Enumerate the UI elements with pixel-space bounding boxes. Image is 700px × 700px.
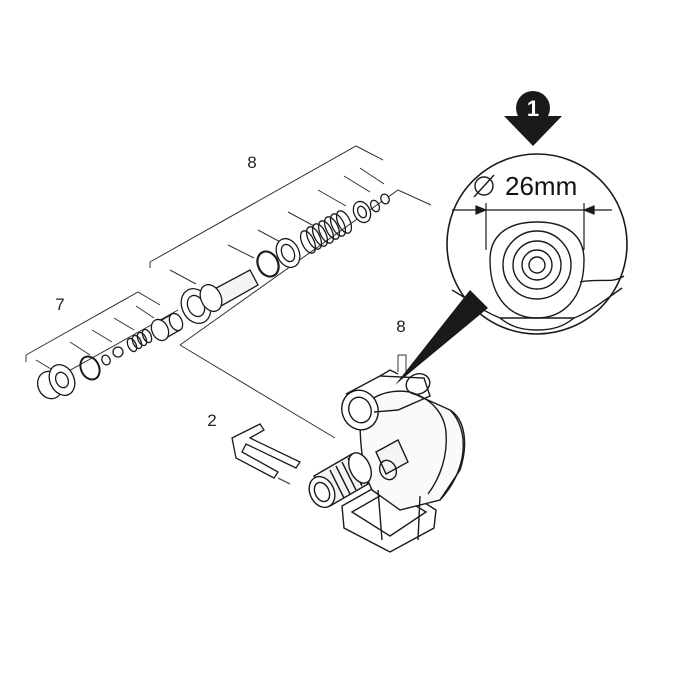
step-number: 1 (527, 96, 539, 121)
valve-socket (341, 389, 379, 431)
spring (299, 210, 353, 254)
spring-seat (352, 200, 372, 224)
detail-circle (446, 153, 628, 335)
label-check-valve-group: 7 (55, 295, 64, 314)
step-badge: 1 (504, 91, 562, 146)
label-valve-group: 8 (247, 153, 256, 172)
ball-7 (112, 346, 124, 358)
detail-callout: 26mm (446, 153, 628, 335)
callout-pointer (395, 290, 488, 385)
threaded-outlet (308, 452, 373, 509)
label-clip: 2 (207, 411, 216, 430)
housing-valve-leader (397, 354, 407, 372)
o-ring-small (369, 199, 381, 213)
ball (380, 193, 390, 205)
check-valve-parts-group-7 (36, 312, 184, 400)
diameter-icon (473, 174, 495, 198)
o-ring-7 (79, 355, 101, 381)
o-ring-large (256, 250, 280, 278)
diameter-value: 26mm (505, 171, 577, 201)
small-ring-7 (101, 354, 111, 366)
label-valve-on-housing: 8 (396, 317, 405, 336)
valve-parts-group-8 (180, 193, 390, 325)
spring-7 (126, 328, 153, 353)
group-8-bracket (149, 145, 432, 439)
pump-housing (308, 369, 466, 553)
retaining-clip (231, 423, 301, 485)
step-arrow-icon (504, 116, 562, 146)
valve-piston (180, 269, 259, 325)
valve-seat-7 (150, 312, 184, 342)
dimension-line (452, 203, 612, 250)
check-valve-plug (36, 363, 76, 400)
